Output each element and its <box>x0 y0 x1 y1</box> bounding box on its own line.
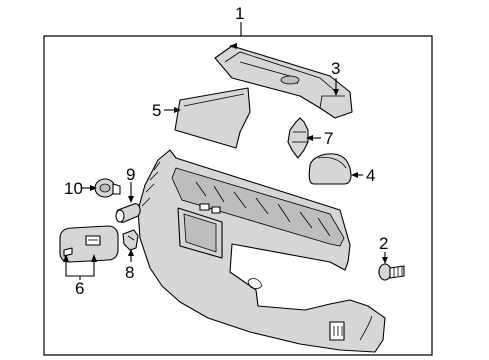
callout-4-arrow <box>351 172 358 178</box>
assembly-frame <box>43 35 433 356</box>
callout-6: 6 <box>75 279 84 298</box>
part-5-upper-panel <box>174 87 251 149</box>
part-9-lamp <box>115 203 141 223</box>
callout-2-arrow <box>382 257 388 264</box>
part-3-upper-molding <box>214 45 353 119</box>
callout-6-arrow-left <box>63 254 69 262</box>
part-2-screw <box>378 263 405 281</box>
callout-8-arrow <box>128 249 134 256</box>
part-8-retainer <box>122 229 139 251</box>
part-4-cap <box>308 153 352 185</box>
callout-9-arrow <box>128 196 134 203</box>
callout-4: 4 <box>366 166 375 185</box>
callout-5: 5 <box>152 101 161 120</box>
callout-10-arrow <box>90 185 97 191</box>
callout-5-arrow <box>174 107 181 113</box>
part-1-quarter-trim-panel <box>137 149 386 353</box>
callout-10: 10 <box>64 179 83 198</box>
callout-9: 9 <box>126 165 135 184</box>
callout-8: 8 <box>125 263 134 282</box>
callout-1: 1 <box>235 4 244 23</box>
callout-3: 3 <box>331 59 340 78</box>
part-10-grommet <box>94 178 121 198</box>
part-6-cover <box>59 225 119 263</box>
callout-3-arrow <box>333 89 339 96</box>
callout-7: 7 <box>324 129 333 148</box>
callout-2: 2 <box>379 234 388 253</box>
callout-7-arrow <box>306 135 313 141</box>
callout-1-target <box>229 43 237 49</box>
callout-6-arrow-right <box>91 254 97 262</box>
part-7-clip <box>287 117 309 159</box>
